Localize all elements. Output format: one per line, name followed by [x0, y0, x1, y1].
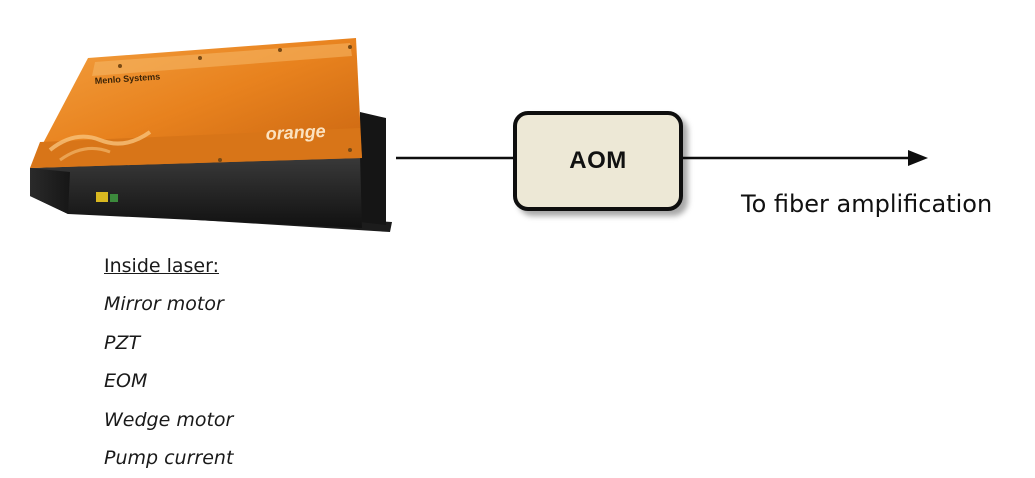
laser-screw — [198, 56, 202, 60]
aom-box: AOM — [513, 111, 683, 211]
inside-laser-heading: Inside laser: — [104, 255, 220, 277]
laser-screw — [218, 158, 222, 162]
laser-screw — [348, 45, 352, 49]
laser-front-face — [30, 168, 70, 214]
laser-side-body — [30, 156, 362, 228]
laser-device-image: Menlo Systems orange — [30, 38, 392, 232]
laser-mount-flange — [360, 112, 386, 225]
list-item: Pump current — [104, 447, 234, 469]
list-item: Mirror motor — [104, 293, 224, 315]
laser-swoosh-decoration — [48, 130, 152, 152]
laser-top-highlight — [92, 43, 352, 76]
laser-screw — [348, 148, 352, 152]
list-item: EOM — [104, 370, 148, 392]
laser-orange-band — [30, 128, 362, 168]
inside-laser-list: Mirror motor PZT EOM Wedge motor Pump cu… — [104, 285, 233, 478]
output-arrowhead-icon — [908, 150, 928, 166]
laser-screw — [278, 48, 282, 52]
inside-laser-section: Inside laser: Mirror motor PZT EOM Wedge… — [104, 248, 233, 478]
aom-label: AOM — [569, 147, 627, 174]
laser-model-text: orange — [265, 121, 326, 144]
laser-connector — [96, 192, 108, 202]
laser-status-led — [110, 194, 118, 202]
list-item: Wedge motor — [104, 408, 234, 431]
laser-swoosh-decoration-2 — [59, 146, 111, 162]
list-item: PZT — [104, 331, 141, 354]
output-label: To fiber amplification — [741, 190, 993, 218]
laser-brand-text: Menlo Systems — [94, 71, 160, 86]
laser-screw — [118, 64, 122, 68]
